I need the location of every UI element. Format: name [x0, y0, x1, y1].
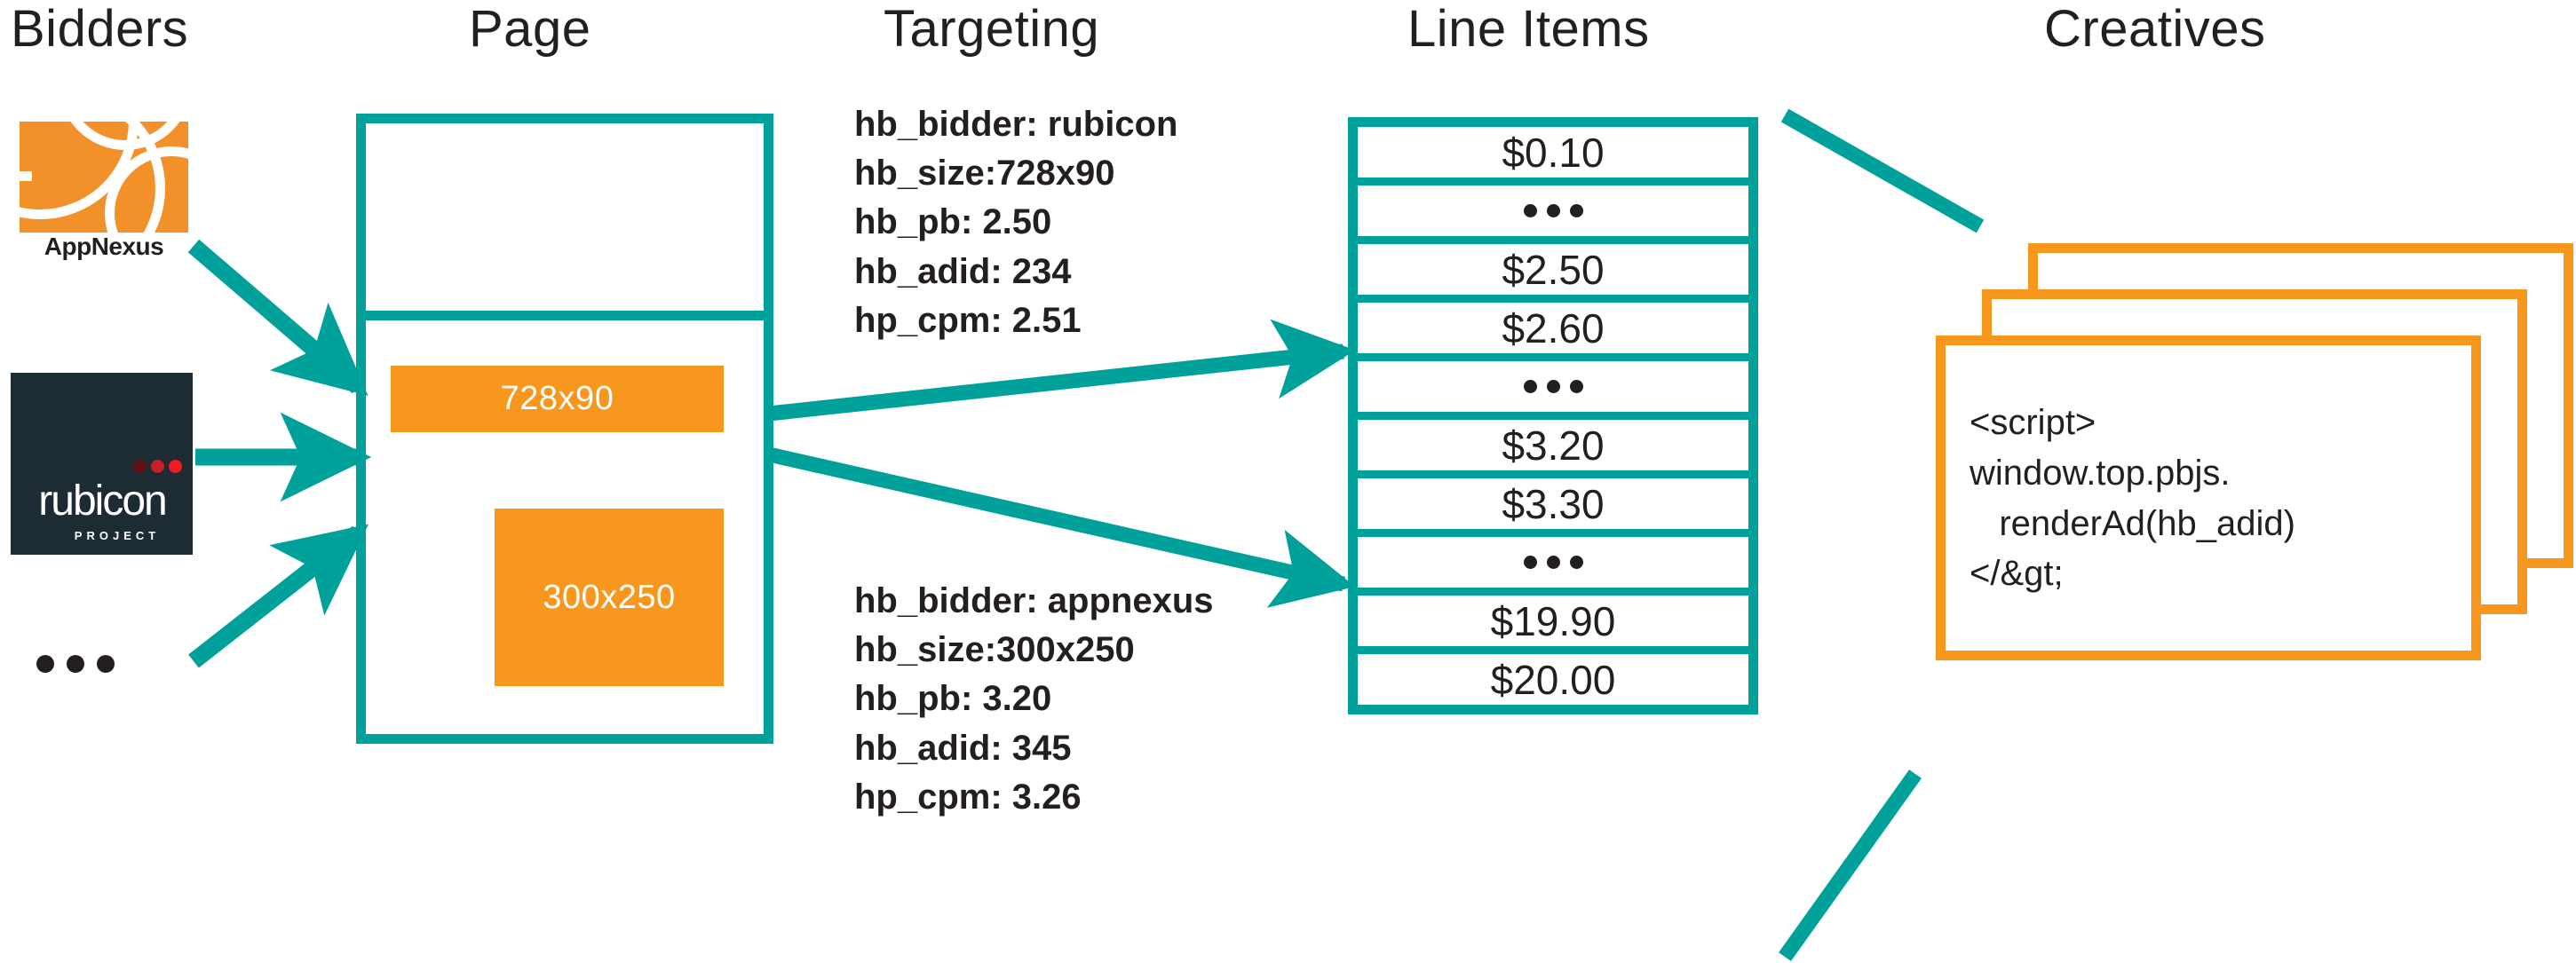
rubicon-dot-icon	[151, 460, 164, 473]
column-header-line-items: Line Items	[1407, 0, 1650, 58]
line-item-row-ellipsis	[1358, 185, 1748, 236]
creative-code-snippet: <script> window.top.pbjs. renderAd(hb_ad…	[1970, 403, 2295, 594]
column-header-page: Page	[469, 0, 591, 58]
line-item-row[interactable]: $0.10	[1358, 127, 1748, 178]
appnexus-wordmark: AppNexus	[44, 233, 164, 260]
targeting-line: hb_bidder: rubicon	[854, 105, 1178, 144]
line-item-row-ellipsis	[1358, 537, 1748, 588]
connector-line-items-to-creatives-top	[1780, 108, 1985, 233]
arrow-more-bidders-to-page	[188, 524, 369, 668]
appnexus-logo: AppNexus	[20, 122, 188, 264]
line-item-row[interactable]: $3.20	[1358, 420, 1748, 470]
line-item-row-ellipsis	[1358, 361, 1748, 412]
arrow-appnexus-to-page	[187, 239, 369, 396]
column-header-targeting: Targeting	[884, 0, 1100, 58]
line-item-row[interactable]: $2.50	[1358, 244, 1748, 295]
arrow-page-to-line-item-250	[768, 319, 1356, 422]
arrow-page-to-line-item-320	[767, 446, 1356, 608]
bidders-more-ellipsis	[36, 655, 115, 673]
line-item-row[interactable]: $19.90	[1358, 596, 1748, 646]
appnexus-bar	[20, 171, 32, 181]
rubicon-dot-icon	[133, 460, 147, 473]
line-item-row[interactable]: $3.30	[1358, 478, 1748, 529]
appnexus-arc-icon	[105, 146, 188, 233]
rubicon-wordmark: rubicon	[38, 478, 167, 525]
page-header-divider	[356, 311, 773, 320]
rubicon-subtitle: PROJECT	[74, 529, 161, 542]
targeting-line: hp_cpm: 2.51	[854, 300, 1082, 340]
targeting-line: hb_bidder: appnexus	[854, 581, 1214, 620]
line-items-table: $0.10 $2.50 $2.60 $3.20 $3.30 $19.90 $20…	[1348, 117, 1758, 714]
targeting-line: hb_size:728x90	[854, 154, 1115, 193]
targeting-block-appnexus: hb_bidder: appnexus hb_size:300x250 hb_p…	[854, 577, 1214, 822]
rubicon-dot-icon	[169, 460, 182, 473]
rubicon-logo: rubicon PROJECT	[11, 373, 193, 555]
line-item-row[interactable]: $2.60	[1358, 303, 1748, 353]
targeting-line: hb_size:300x250	[854, 630, 1135, 670]
creative-card-front[interactable]	[1936, 335, 2481, 660]
column-header-bidders: Bidders	[11, 0, 189, 58]
ad-slot-728x90[interactable]: 728x90	[391, 366, 724, 432]
targeting-line: hb_pb: 2.50	[854, 202, 1052, 242]
connector-line-items-to-creatives-bottom	[1779, 770, 1922, 961]
targeting-block-rubicon: hb_bidder: rubicon hb_size:728x90 hb_pb:…	[854, 100, 1177, 345]
ad-slot-300x250[interactable]: 300x250	[495, 509, 724, 686]
targeting-line: hp_cpm: 3.26	[854, 777, 1082, 817]
line-item-row[interactable]: $20.00	[1358, 654, 1748, 705]
targeting-line: hb_adid: 234	[854, 251, 1072, 291]
targeting-line: hb_pb: 3.20	[854, 679, 1052, 719]
targeting-line: hb_adid: 345	[854, 728, 1072, 768]
column-header-creatives: Creatives	[2044, 0, 2266, 58]
appnexus-logo-mark	[20, 122, 188, 233]
